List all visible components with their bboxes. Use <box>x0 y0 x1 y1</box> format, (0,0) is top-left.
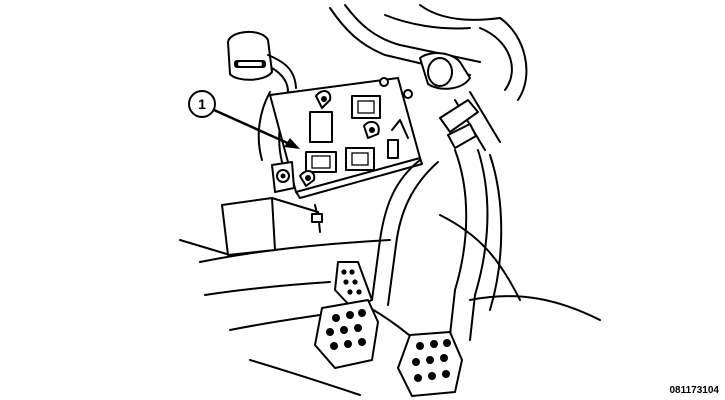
callout-leader <box>213 108 293 147</box>
figure-id: 081173104 <box>669 385 719 396</box>
kick-panel <box>221 197 321 256</box>
pedal-arms <box>371 149 503 341</box>
mounting-nut <box>271 161 323 223</box>
relay-socket-left <box>305 151 337 173</box>
callout-1: 1 <box>188 90 300 149</box>
callout-number: 1 <box>198 96 206 112</box>
callout-arrowhead <box>284 138 300 149</box>
accelerator-pedal-pad <box>397 331 463 397</box>
brake-pedal-pad <box>314 299 379 369</box>
junction-block <box>269 77 423 199</box>
fuse-slot <box>309 111 333 143</box>
steering-column <box>329 4 528 151</box>
relay-socket-lower <box>345 147 375 171</box>
relay-socket-upper <box>351 95 381 119</box>
floor-lines <box>179 214 601 396</box>
callout-circle <box>188 90 216 118</box>
